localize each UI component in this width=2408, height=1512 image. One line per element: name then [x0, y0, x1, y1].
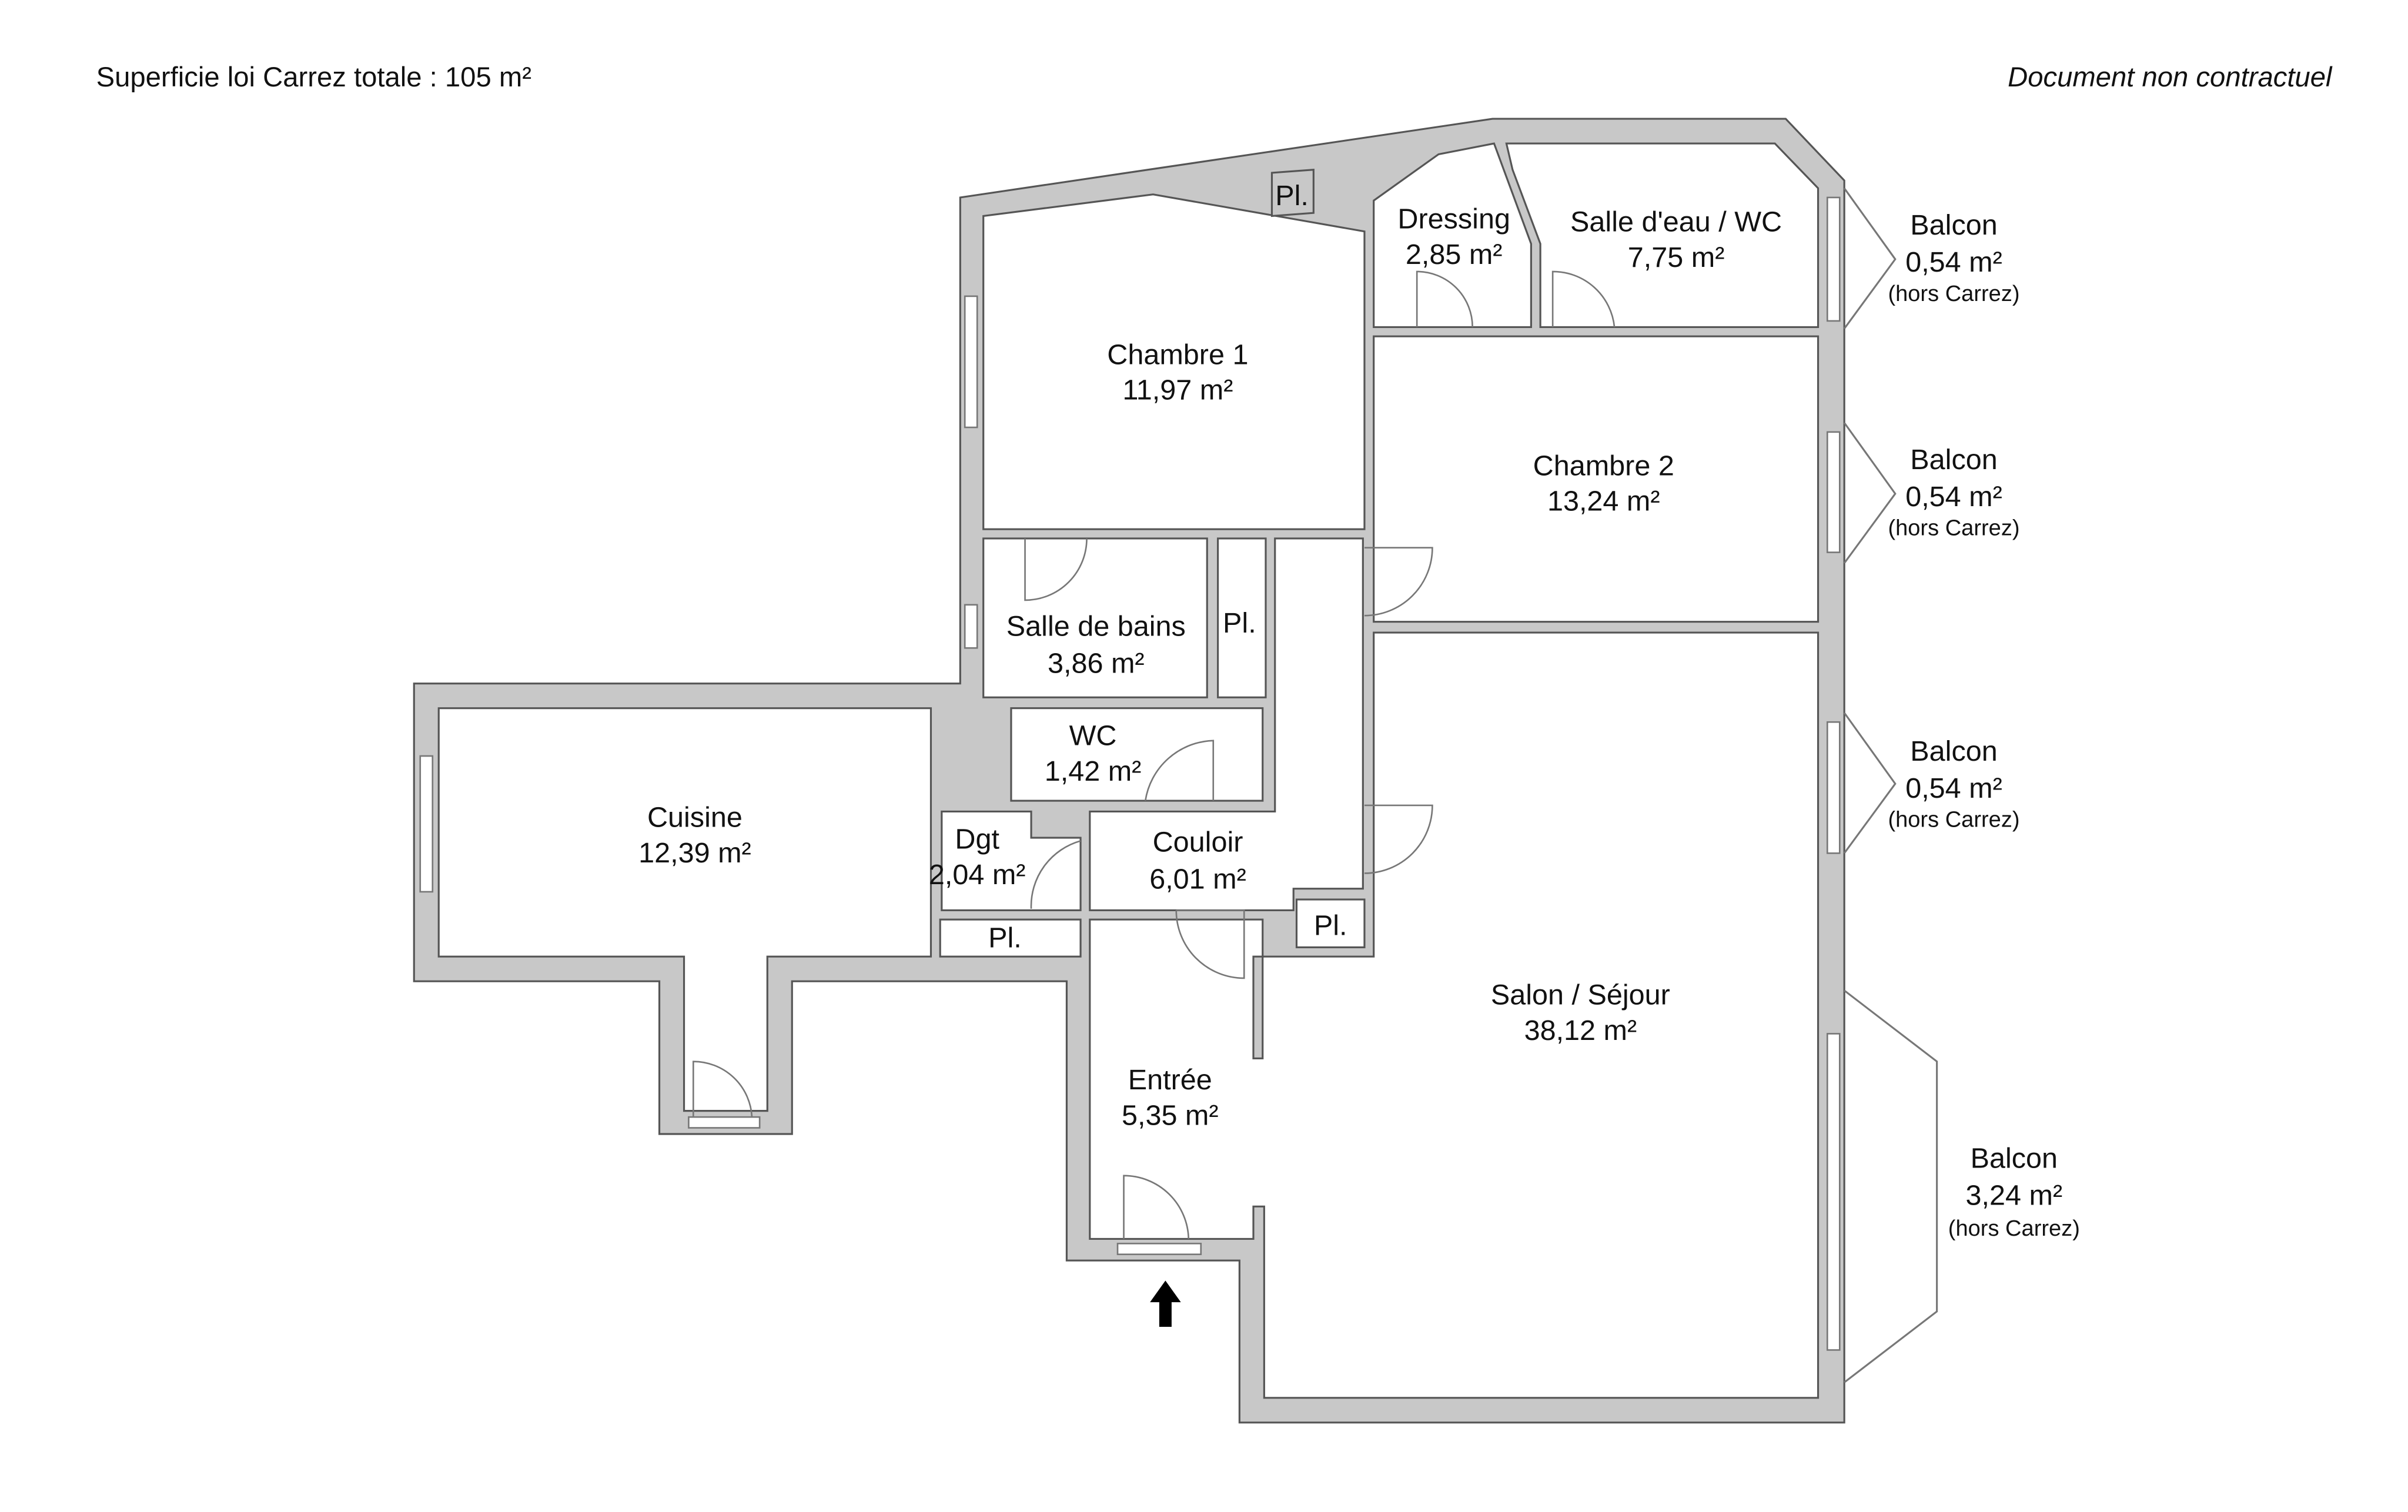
placard-top	[1270, 168, 1315, 218]
placard-label: Pl.	[1223, 607, 1256, 639]
arrow-up-icon	[1150, 1280, 1181, 1327]
room-placard-2	[1295, 898, 1366, 949]
room-salle-eau	[1505, 142, 1820, 328]
room-cuisine	[437, 707, 932, 1112]
balcony-name: Balcon	[1910, 444, 1997, 476]
room-name: Salle d'eau / WC	[1570, 206, 1782, 238]
balcony-note: (hors Carrez)	[1948, 1216, 2080, 1241]
balcony-area: 3,24 m²	[1966, 1180, 2063, 1212]
room-name: Salle de bains	[1006, 610, 1186, 642]
balcony-name: Balcon	[1910, 735, 1997, 767]
room-dressing	[1373, 142, 1532, 328]
balcony-name: Balcon	[1910, 209, 1997, 241]
room-chambre-1	[982, 193, 1366, 530]
balcony-area: 0,54 m²	[1905, 246, 2002, 278]
room-area: 3,86 m²	[1048, 647, 1145, 679]
room-placard-3	[939, 918, 1082, 958]
balcony-outlines	[1843, 188, 1938, 1383]
room-salle-de-bains	[982, 537, 1208, 698]
room-placard-1	[1217, 537, 1267, 698]
room-area: 7,75 m²	[1628, 242, 1725, 273]
room-name: Cuisine	[647, 802, 743, 834]
room-name: Chambre 1	[1107, 339, 1248, 370]
balcony-name: Balcon	[1971, 1143, 2058, 1175]
room-name: Dgt	[955, 823, 999, 855]
room-area: 13,24 m²	[1547, 486, 1660, 517]
room-dgt	[941, 810, 1082, 912]
disclaimer: Document non contractuel	[2008, 62, 2333, 93]
room-area: 6,01 m²	[1149, 864, 1246, 895]
balcony-area: 0,54 m²	[1905, 772, 2002, 804]
placard-label: Pl.	[1275, 180, 1309, 212]
placard-label: Pl.	[1314, 909, 1347, 941]
room-area: 2,85 m²	[1406, 239, 1503, 270]
balcony-note: (hors Carrez)	[1888, 516, 2019, 541]
room-area: 38,12 m²	[1524, 1015, 1637, 1046]
room-name: Entrée	[1128, 1064, 1212, 1096]
room-couloir	[1089, 537, 1364, 912]
windows	[419, 196, 1841, 1351]
room-area: 1,42 m²	[1045, 755, 1142, 787]
room-name: Dressing	[1397, 203, 1510, 235]
partition-wall	[1252, 955, 1264, 1059]
room-name: Salon / Séjour	[1491, 979, 1670, 1011]
room-area: 2,04 m²	[929, 859, 1026, 891]
room-area: 5,35 m²	[1122, 1099, 1219, 1131]
room-name: Couloir	[1153, 827, 1243, 858]
total-area-label: Superficie loi Carrez totale : 105 m²	[96, 62, 531, 93]
balcony-note: (hors Carrez)	[1888, 808, 2019, 832]
room-area: 12,39 m²	[638, 837, 751, 869]
doors	[692, 270, 1616, 1239]
room-wc	[1010, 707, 1264, 802]
room-name: WC	[1069, 720, 1117, 752]
room-name: Chambre 2	[1533, 450, 1674, 481]
room-chambre-2	[1373, 335, 1820, 623]
balcony-area: 0,54 m²	[1905, 481, 2002, 513]
balcony-note: (hors Carrez)	[1888, 282, 2019, 306]
room-area: 11,97 m²	[1122, 374, 1233, 406]
placard-label: Pl.	[988, 922, 1022, 954]
